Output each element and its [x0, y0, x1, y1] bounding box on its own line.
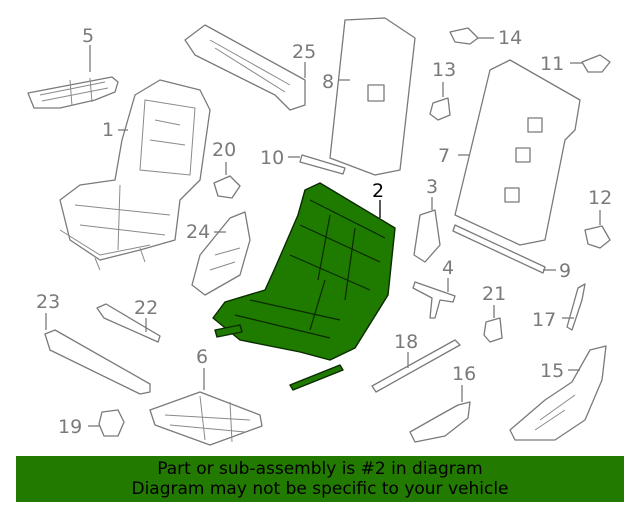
part-14-clip	[449, 27, 479, 45]
callout-25: 25	[292, 41, 316, 63]
part-10-bar	[299, 154, 346, 175]
part-16-bracket	[409, 401, 471, 443]
part-18-rod	[371, 339, 461, 393]
callout-7: 7	[438, 145, 450, 167]
callout-19: 19	[58, 416, 82, 438]
callout-21: 21	[482, 283, 506, 305]
callout-23: 23	[36, 291, 60, 313]
callout-3: 3	[426, 176, 438, 198]
callout-18: 18	[394, 331, 418, 353]
callout-22: 22	[134, 297, 158, 319]
callout-13: 13	[432, 59, 456, 81]
part-3-bracket	[413, 209, 441, 263]
part-4-rod	[412, 281, 456, 319]
callout-2: 2	[372, 180, 384, 202]
part-12-bracket	[584, 225, 611, 249]
part-7-rear-panel	[454, 59, 581, 246]
part-6-spring-mat	[149, 391, 263, 446]
callout-20: 20	[212, 139, 236, 161]
callout-14: 14	[498, 27, 522, 49]
part-2-seat-back-frame	[212, 182, 396, 391]
part-11-clip	[581, 54, 611, 73]
callout-12: 12	[588, 187, 612, 209]
part-23-long-rail	[44, 329, 151, 395]
part-9-bar	[452, 224, 546, 274]
banner-line-2: Diagram may not be specific to your vehi…	[131, 479, 509, 499]
callout-5: 5	[82, 25, 94, 47]
callout-10: 10	[260, 147, 284, 169]
banner-line-1: Part or sub-assembly is #2 in diagram	[157, 459, 483, 479]
part-1-seat-frame	[59, 79, 211, 271]
callout-9: 9	[559, 260, 571, 282]
part-24-side-bracket	[191, 211, 251, 296]
part-21-clip	[483, 317, 503, 343]
parts-diagram: 5 1 25 8 14 13 11 7	[27, 17, 612, 446]
callout-15: 15	[540, 360, 564, 382]
part-5-spring-mat	[27, 76, 119, 109]
part-25-rail	[184, 24, 306, 111]
callout-8: 8	[322, 71, 334, 93]
part-8-back-panel	[329, 17, 416, 176]
part-15-side-shield	[509, 345, 607, 441]
callout-1: 1	[102, 119, 114, 141]
callout-6: 6	[196, 346, 208, 368]
callout-16: 16	[452, 363, 476, 385]
part-20-bracket	[213, 175, 241, 199]
callout-4: 4	[442, 257, 454, 279]
part-17-strip	[566, 283, 586, 331]
callout-17: 17	[532, 309, 556, 331]
info-banner: Part or sub-assembly is #2 in diagram Di…	[16, 456, 624, 502]
part-19-clip	[98, 409, 125, 437]
callout-24: 24	[186, 221, 210, 243]
part-13-bracket	[429, 97, 451, 121]
part-22-rail	[96, 303, 161, 343]
callout-11: 11	[540, 53, 564, 75]
